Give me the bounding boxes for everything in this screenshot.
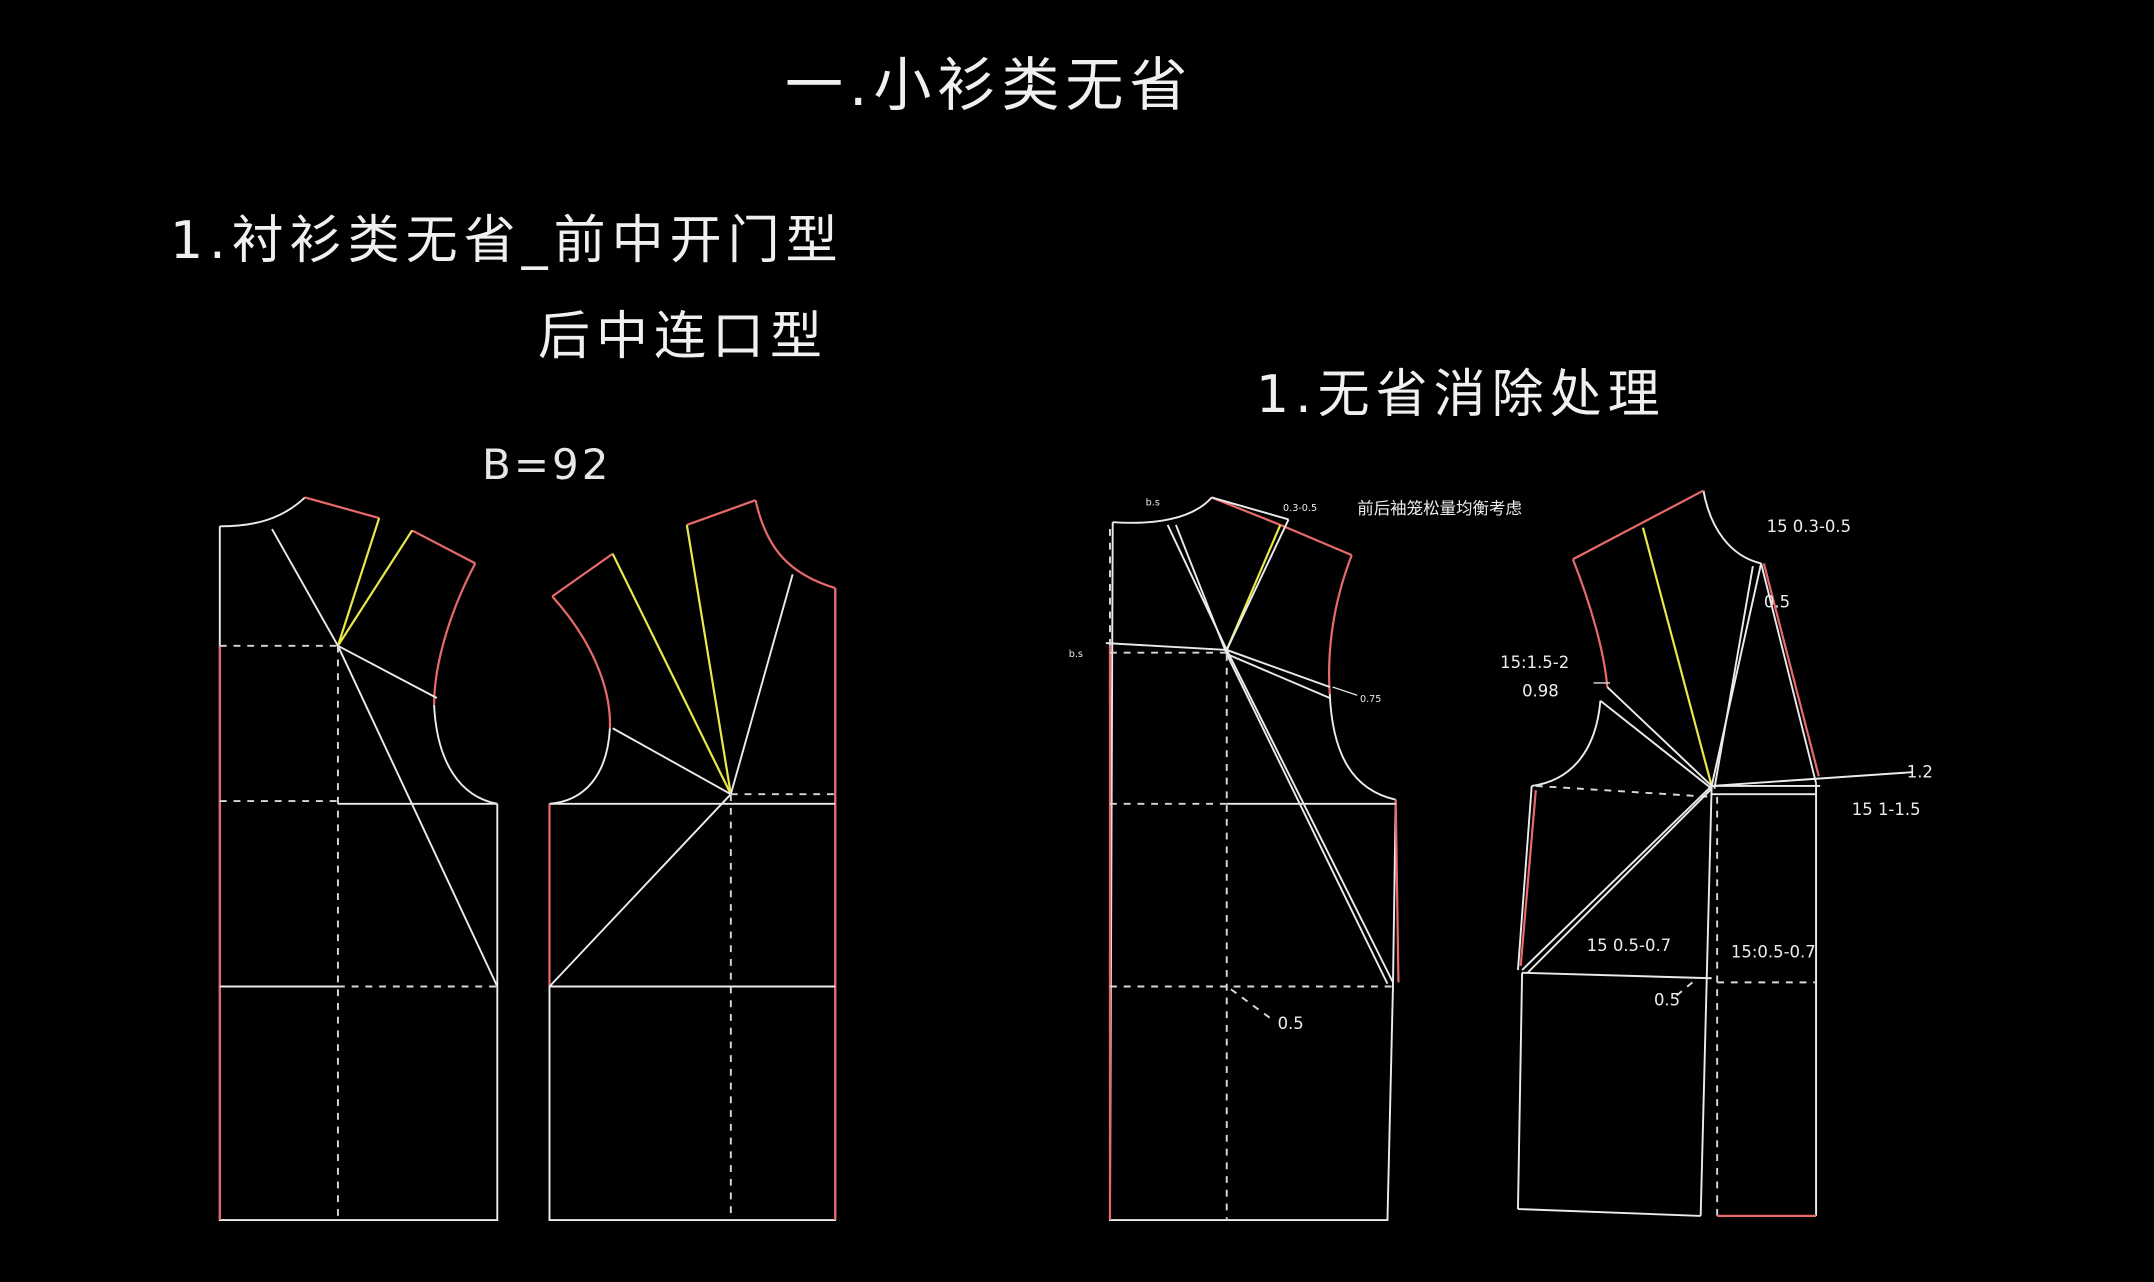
pattern-b-armhole-bottom xyxy=(549,728,611,805)
pattern-c-armhole-leader xyxy=(1332,686,1358,696)
pattern-a-bp-diagonal xyxy=(337,645,499,987)
main-title: 一.小衫类无省 xyxy=(785,51,1194,119)
top-left-tag: b.s xyxy=(1146,498,1160,509)
pattern-d-armhole-top xyxy=(1571,558,1609,688)
pattern-a-dart-1 xyxy=(336,517,381,647)
pattern-c-side-red xyxy=(1394,799,1400,983)
pattern-d-neck-to-bp-2 xyxy=(1713,565,1754,789)
pattern-d-side-top xyxy=(1517,785,1533,971)
pattern-b-shoulder-2 xyxy=(551,552,614,598)
pattern-c-bp-to-armhole-2 xyxy=(1226,653,1331,699)
pattern-d-bust-extend xyxy=(1711,771,1913,787)
pattern-d-neckline xyxy=(1702,490,1762,565)
pattern-a-outline xyxy=(218,526,499,1221)
pattern-a-dart-2 xyxy=(337,529,414,647)
back-ratio-a: 15:1.5-2 xyxy=(1500,653,1569,672)
pattern-b-outline xyxy=(548,588,837,1221)
back-ratio-d: 15:0.5-0.7 xyxy=(1731,943,1816,962)
pattern-c-armhole-bottom xyxy=(1328,693,1396,801)
pattern-b-bp-to-armhole xyxy=(612,727,732,796)
pattern-c-armhole-top xyxy=(1328,554,1353,694)
pattern-a-bp-to-armhole xyxy=(337,644,438,699)
pattern-d-hem-left xyxy=(1517,1208,1701,1217)
pattern-d-center-red xyxy=(1762,563,1820,777)
pattern-b-armhole-top xyxy=(551,595,612,729)
pattern-d-shoulder xyxy=(1572,489,1704,561)
pattern-d-armhole-to-bp-1 xyxy=(1606,686,1713,787)
pattern-d-grain-line xyxy=(1699,785,1713,1216)
side-tag: b.s xyxy=(1069,649,1083,660)
pattern-d-neck-to-bp-1 xyxy=(1710,563,1763,787)
pattern-a-neckline xyxy=(219,496,306,528)
back-ratio-c: 15 0.5-0.7 xyxy=(1587,936,1672,955)
pattern-b-dart-1 xyxy=(685,524,732,795)
top-mid-tag: 0.3-0.5 xyxy=(1283,503,1317,514)
pattern-d-side-bottom xyxy=(1517,972,1524,1210)
pattern-c-shoulder-2 xyxy=(1279,523,1353,557)
pattern-d-armhole-to-bp-2 xyxy=(1599,700,1713,790)
pattern-a-armhole-top xyxy=(432,562,477,705)
back-shoulder-ratio: 15 0.3-0.5 xyxy=(1767,517,1852,536)
pattern-d-back-eliminated xyxy=(1517,489,1913,1218)
annotations: 前后袖笼松量均衡考虑 b.s 0.3-0.5 b.s 0.75 0.5 15 0… xyxy=(1069,498,1933,1033)
back-val-05-a: 0.5 xyxy=(1764,592,1790,611)
pattern-c-bp-diagonal-1 xyxy=(1225,649,1394,983)
pattern-b-bp-to-neck xyxy=(729,574,794,795)
pattern-c-dart-ghost xyxy=(1225,519,1290,651)
armhole-tag: 0.75 xyxy=(1360,694,1381,705)
pattern-c-shoulder-ghost xyxy=(1211,496,1289,521)
pattern-a-neck-to-bp xyxy=(271,528,339,647)
pattern-c-neck-to-bp-2 xyxy=(1175,524,1228,655)
pattern-c-hem-leader xyxy=(1230,988,1273,1021)
pattern-d-chest-line-dashed xyxy=(1535,784,1712,798)
bust-measurement: B=92 xyxy=(482,440,612,489)
pattern-b-shoulder-1 xyxy=(686,499,756,526)
pattern-d-dart xyxy=(1641,527,1713,787)
pattern-c-shoulder-1 xyxy=(1211,496,1281,526)
pattern-b-bp-diagonal xyxy=(548,793,732,988)
pattern-a-front xyxy=(218,496,499,1221)
section-title-elimination: 1.无省消除处理 xyxy=(1256,365,1666,425)
ease-note: 前后袖笼松量均衡考虑 xyxy=(1357,499,1522,518)
back-ratio-b: 15 1-1.5 xyxy=(1852,800,1921,819)
front-hem-label: 0.5 xyxy=(1278,1014,1304,1033)
pattern-c-neckline xyxy=(1112,496,1213,524)
pattern-d-waist-line xyxy=(1522,971,1712,980)
pattern-d-bp-diagonal-2 xyxy=(1526,787,1713,974)
pattern-a-armhole-bottom xyxy=(433,704,498,805)
pattern-c-bp-to-armhole-1 xyxy=(1226,649,1331,688)
section-title-shirt: 1.衬衫类无省_前中开门型 xyxy=(170,211,844,271)
back-val-12: 1.2 xyxy=(1907,763,1933,782)
pattern-a-shoulder-2 xyxy=(411,529,476,565)
pattern-a-shoulder-1 xyxy=(304,496,380,520)
pattern-d-armhole-bottom xyxy=(1531,700,1602,787)
pattern-d-bp-diagonal-1 xyxy=(1521,785,1713,971)
section-title-shirt-line2: 后中连口型 xyxy=(538,307,829,367)
pattern-d-leader-05 xyxy=(1675,981,1694,997)
pattern-b-dart-2 xyxy=(611,553,732,795)
back-val-05-b: 0.5 xyxy=(1654,991,1680,1010)
pattern-c-bp-diagonal-2 xyxy=(1225,653,1389,985)
pattern-d-side-red xyxy=(1519,789,1537,966)
pattern-d-center-top xyxy=(1760,563,1817,784)
pattern-c-outline xyxy=(1109,522,1397,1221)
back-val-098: 0.98 xyxy=(1522,682,1559,701)
pattern-b-neckline xyxy=(754,499,836,590)
pattern-b-back xyxy=(548,499,837,1221)
pattern-c-bust-line xyxy=(1105,642,1227,651)
pattern-c-front-eliminated xyxy=(1105,496,1400,1221)
